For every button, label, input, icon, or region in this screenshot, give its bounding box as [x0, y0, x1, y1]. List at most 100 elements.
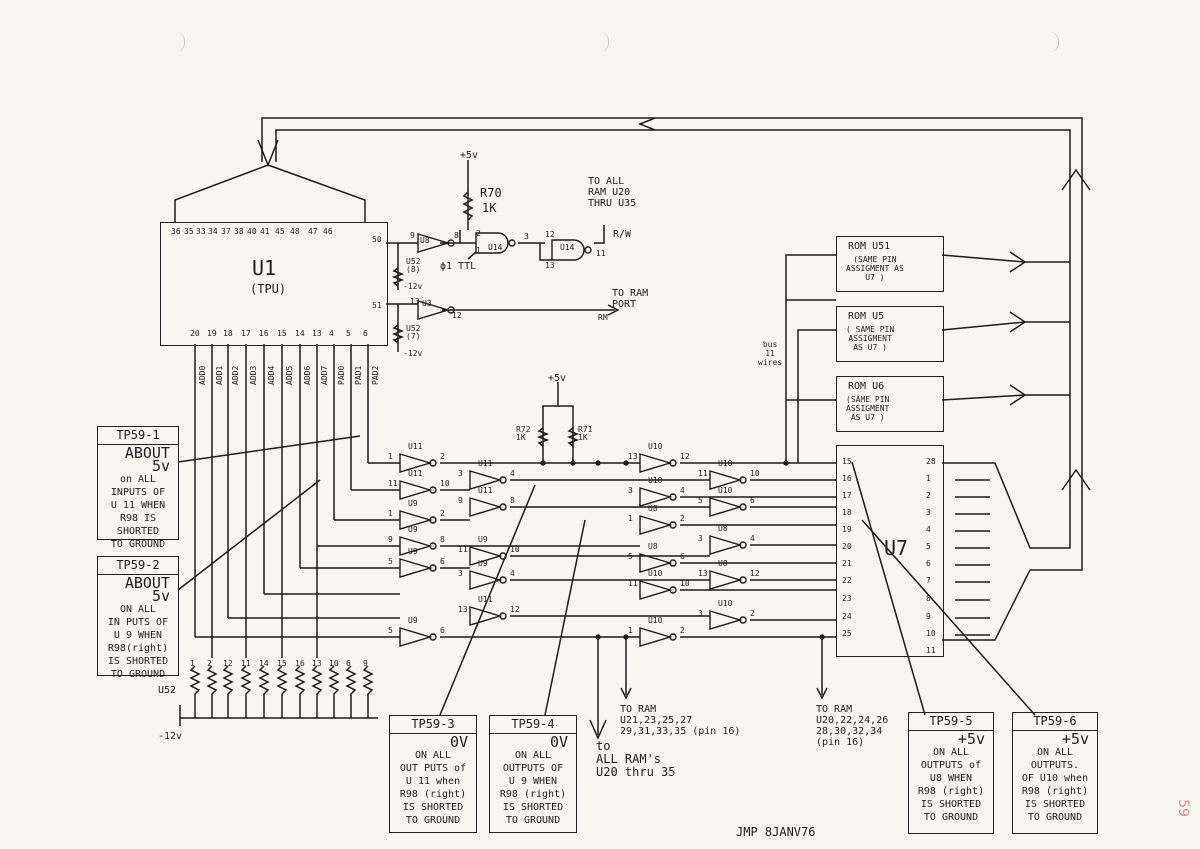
test-point-value: ABOUT 5v [124, 444, 170, 475]
inverter-u9-bubble [429, 564, 437, 572]
u7-left-pin: 16 [842, 474, 852, 483]
gate-name: U9 [408, 547, 418, 556]
r72-label: R72 1K [516, 425, 531, 442]
gate-out-pin: 4 [510, 569, 515, 578]
inverter-u10-bubble [739, 616, 747, 624]
gate-in-pin: 3 [458, 569, 463, 578]
cpu-bottom-pin: 14 [295, 329, 305, 338]
rom-desc: ( SAME PIN ASSIGMENT AS U7 ) [846, 325, 895, 352]
inverter-u10 [639, 487, 673, 507]
u7-left-pin: 24 [842, 612, 852, 621]
gate-in-pin: 1 [388, 452, 393, 461]
cpu-bottom-pin: 15 [277, 329, 287, 338]
u7-left-pin: 19 [842, 525, 852, 534]
cpu-bottom-pin: 6 [363, 329, 368, 338]
gate-out-pin: 4 [750, 534, 755, 543]
junction-dot [783, 460, 789, 466]
test-point-value: +5v [957, 730, 985, 748]
inverter-u10 [709, 470, 743, 490]
gate-out-pin: 2 [440, 452, 445, 461]
gate-in-pin: 11 [628, 579, 638, 588]
resistor-pin: 13 [312, 659, 322, 668]
u7-left-pin: 21 [842, 559, 852, 568]
gate-in-pin: 3 [628, 486, 633, 495]
inverter-u11-bubble [429, 486, 437, 494]
rm-label: RM [598, 313, 608, 322]
gate-out-pin: 10 [510, 545, 520, 554]
u7-right-pin: 7 [926, 576, 931, 585]
gate-name: U10 [648, 476, 663, 485]
cpu-top-pin: 33 [196, 227, 206, 236]
u7-right-pin: 9 [926, 612, 931, 621]
u7-right-pin: 6 [926, 559, 931, 568]
rw-pin-3: 3 [524, 232, 529, 241]
u7-chip [836, 445, 944, 657]
rom-box-2 [836, 376, 944, 432]
rw-pin-1: 1 [476, 246, 481, 255]
u7-name: U7 [884, 536, 909, 560]
cpu-top-pin: 37 [221, 227, 231, 236]
rom-box-0 [836, 236, 944, 292]
nand-u14a-bubble [508, 239, 516, 247]
gate-in-pin: 5 [388, 557, 393, 566]
junction-dot [570, 460, 576, 466]
test-point-id: TP59-1 [98, 427, 178, 445]
junction-dot [623, 460, 629, 466]
resistor-pin: 11 [241, 659, 251, 668]
cpu-pin-50: 50 [372, 235, 382, 244]
nand-u14b-bubble [584, 246, 592, 254]
test-point-text: ON ALL OUTPUTS. OF U10 when R98 (right) … [1021, 747, 1089, 823]
gate-name: U11 [478, 486, 493, 495]
rw-pin-12b: 12 [452, 311, 462, 320]
address-signal: ADD1 [215, 365, 224, 385]
cpu-top-pin: 35 [184, 227, 194, 236]
cpu-top-pin: 38 [234, 227, 244, 236]
cpu-top-pin: 34 [208, 227, 218, 236]
inverter-u11-bubble [429, 459, 437, 467]
gate-name: U9 [478, 535, 488, 544]
inverter-u10 [709, 610, 743, 630]
gate-out-pin: 8 [510, 496, 515, 505]
phi-label: ϕ1 TTL [440, 261, 477, 272]
gate-out-pin: 2 [680, 626, 685, 635]
test-point-value: 0V [549, 733, 568, 751]
u7-left-pin: 23 [842, 594, 852, 603]
gate-name: U11 [408, 442, 423, 451]
punch-hole [600, 32, 609, 52]
gate-name: U10 [718, 459, 733, 468]
gate-out-pin: 6 [440, 557, 445, 566]
gate-name: U10 [718, 599, 733, 608]
cpu-top-pin: 45 [275, 227, 285, 236]
gate-out-pin: 2 [750, 609, 755, 618]
gate-u8-label: U8 [420, 236, 430, 245]
resistor-bank-rail: -12v [158, 731, 183, 742]
resistor-pin: 10 [329, 659, 339, 668]
vcc-label: +5v [460, 150, 479, 161]
cpu-pin-51: 51 [372, 301, 382, 310]
inverter-u10-bubble [739, 503, 747, 511]
inverter-u9 [399, 627, 433, 647]
inverter-u10-bubble [669, 633, 677, 641]
gate-out-pin: 4 [680, 486, 685, 495]
inverter-u10 [639, 580, 673, 600]
u7-right-pin: 8 [926, 594, 931, 603]
u7-right-pin: 10 [926, 629, 936, 638]
gate-out-pin: 6 [750, 496, 755, 505]
cpu-block-u1 [160, 222, 388, 346]
cpu-top-pin: 36 [171, 227, 181, 236]
gate-in-pin: 3 [698, 609, 703, 618]
rom-desc: (SAME PIN ASSIGMENT AS U7 ) [846, 395, 890, 422]
address-signal: ADD3 [249, 365, 258, 385]
resistor-pin: 14 [259, 659, 269, 668]
gate-name: U10 [718, 486, 733, 495]
rw-pin-13b: 13 [410, 297, 420, 306]
punch-hole [1050, 32, 1059, 52]
gate-in-pin: 9 [388, 535, 393, 544]
junction-dot [540, 460, 546, 466]
inverter-u8 [709, 535, 743, 555]
inverter-u8 [709, 570, 743, 590]
test-point-text: ON ALL OUTPUTS of U8 WHEN R98 (right) IS… [917, 747, 985, 823]
